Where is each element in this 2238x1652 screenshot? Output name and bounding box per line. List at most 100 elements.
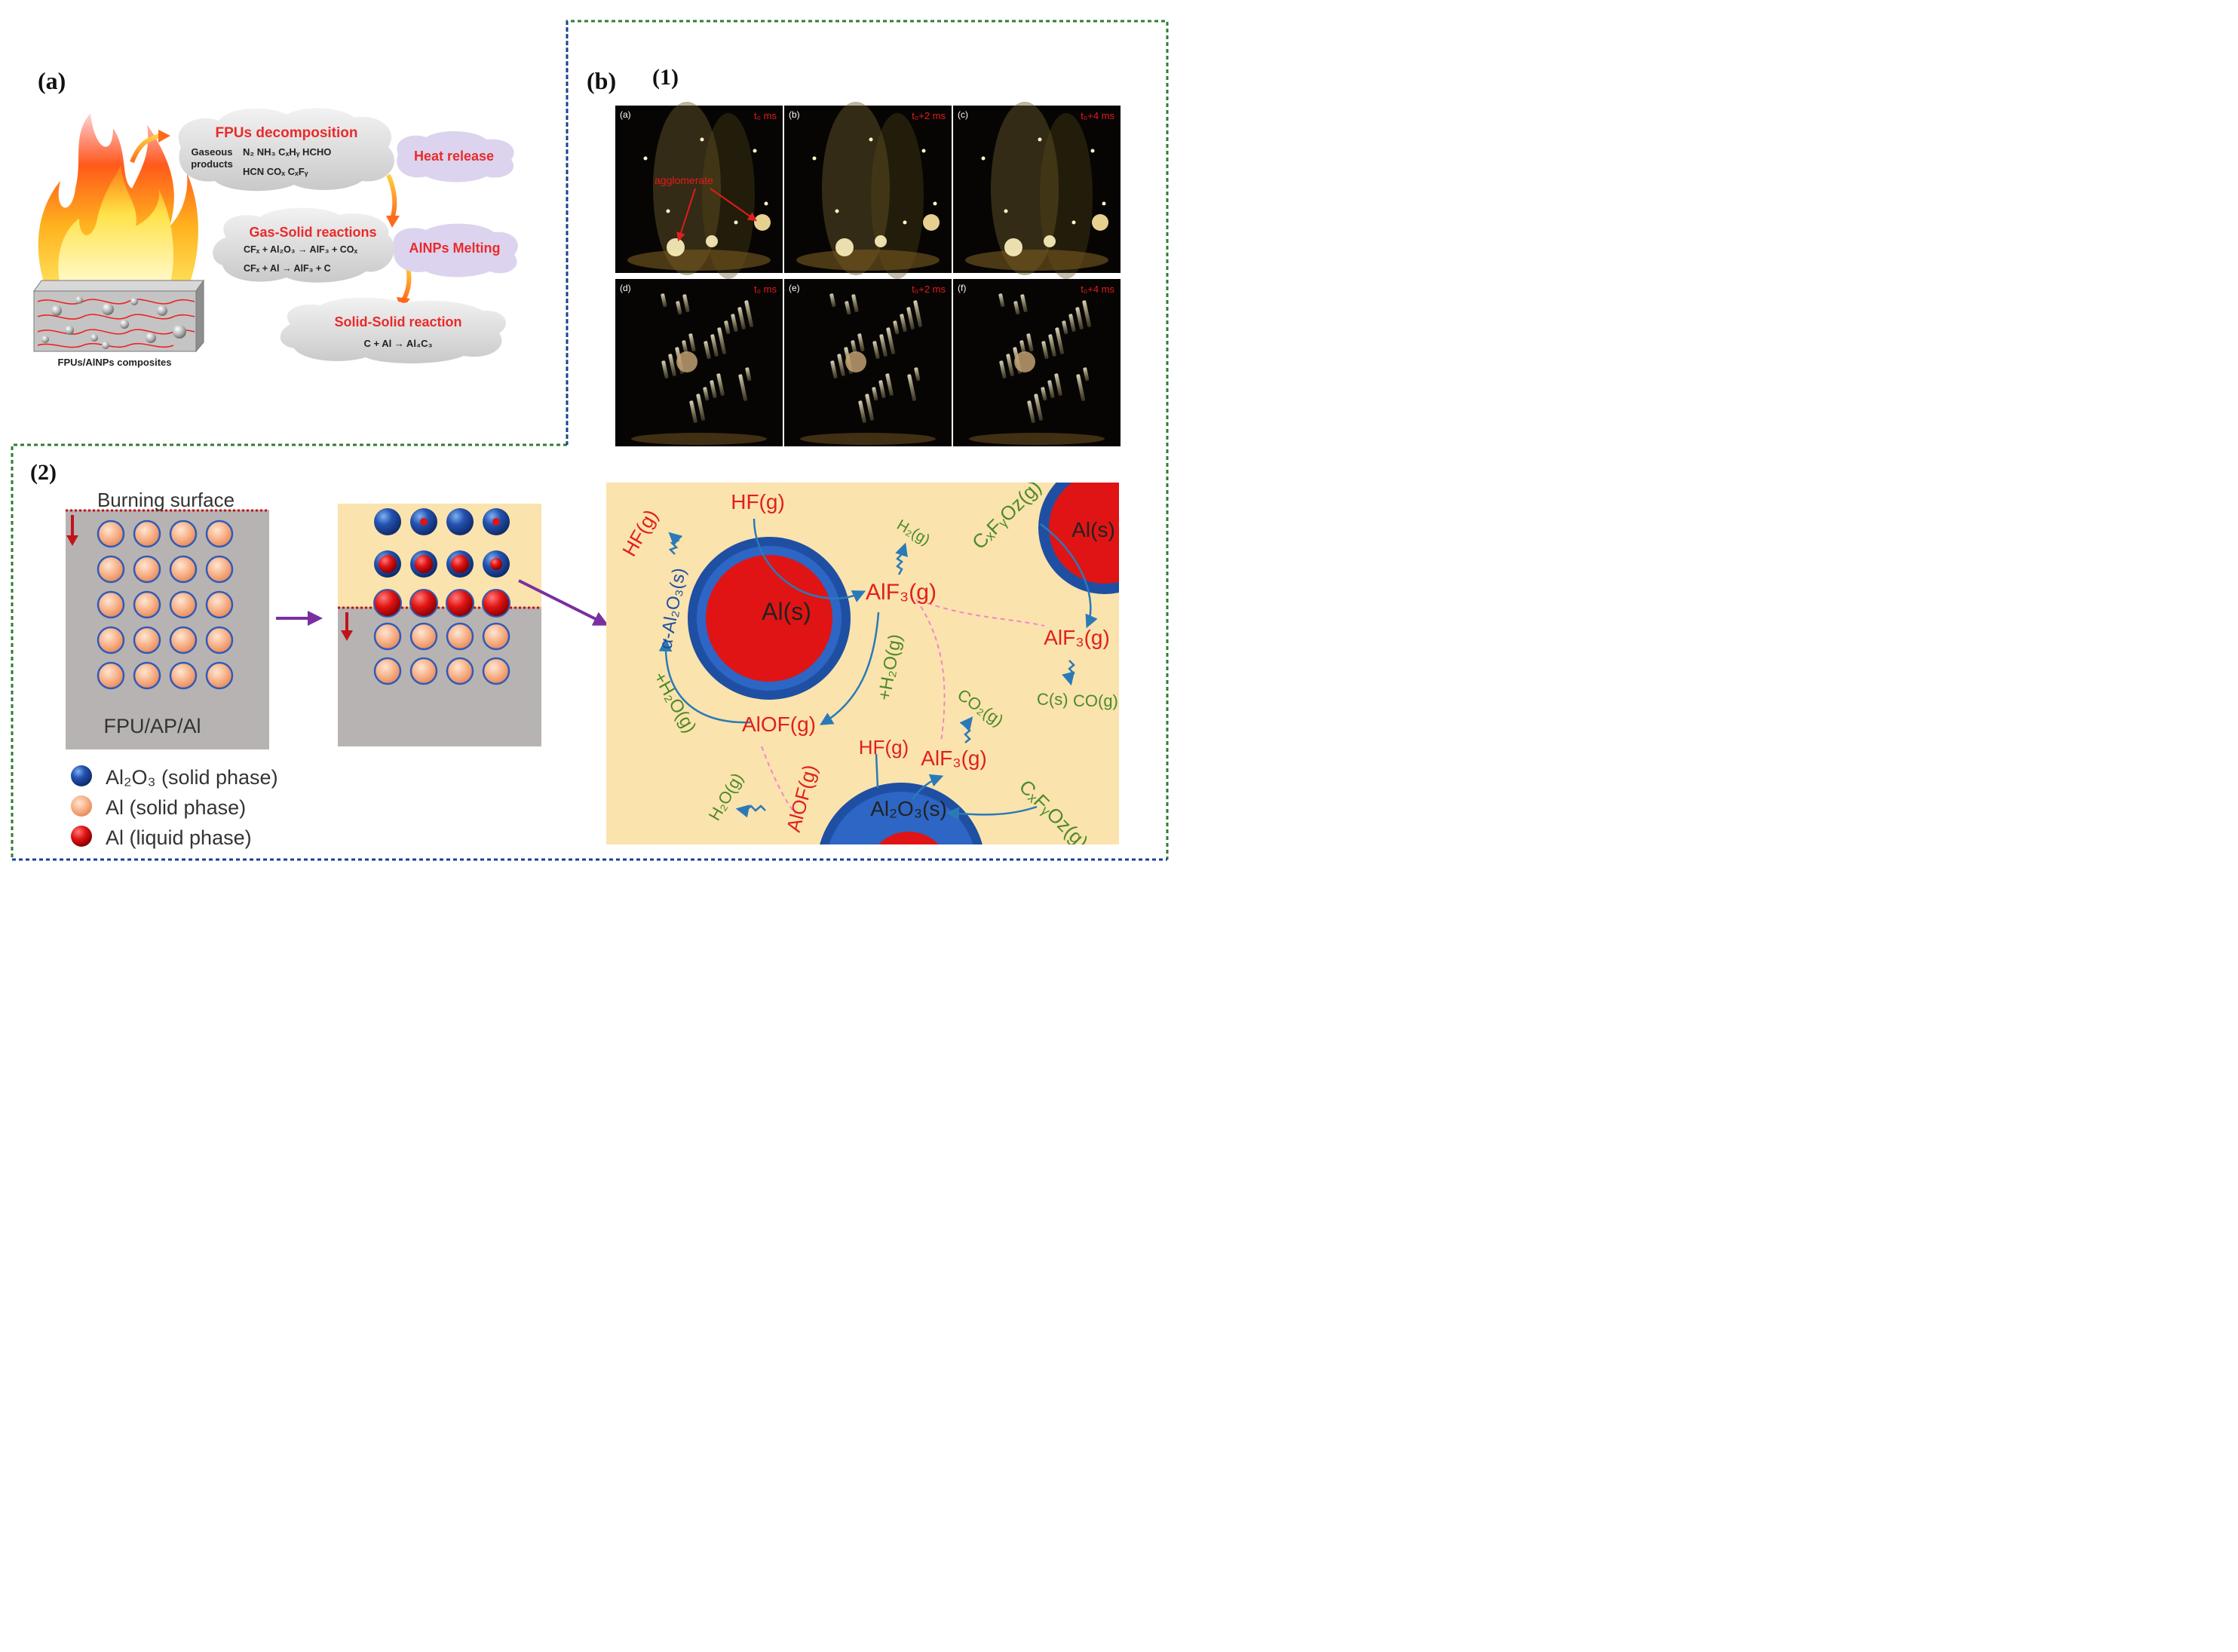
al-particle-solid bbox=[446, 657, 474, 685]
material-label: FPU/AP/Al bbox=[103, 715, 201, 737]
frame-time: t₀ ms bbox=[754, 110, 777, 121]
high-speed-frame-6: (f)t₀+4 ms bbox=[953, 279, 1121, 446]
al-particle-liquid bbox=[446, 589, 474, 618]
al-particle-liquid bbox=[373, 589, 402, 618]
al-particle-liquid bbox=[409, 589, 438, 618]
frame-time: t₀+2 ms bbox=[912, 110, 946, 121]
frame-time: t₀+2 ms bbox=[912, 284, 946, 295]
frame-tag: (c) bbox=[958, 109, 968, 120]
cloud-heat-release: Heat release bbox=[397, 131, 514, 182]
al-particle-solid bbox=[133, 661, 161, 690]
high-speed-frame-5: (e)t₀+2 ms bbox=[784, 279, 952, 446]
al-particle-solid bbox=[97, 555, 125, 584]
gas-solid-eq2: CFₓ + Al → AlF₃ + C bbox=[244, 263, 331, 274]
photo-grid: (a) t₀ ms (b)t₀+2 ms (c) t₀+4 ms (d) t₀ ms (e)t… bbox=[615, 102, 1121, 446]
al-particle-solid bbox=[482, 622, 510, 651]
arrow-cxfyoz-bottom bbox=[946, 805, 1038, 820]
al-particle-solid bbox=[97, 590, 125, 619]
figure-canvas: (a) FPUs/AlNPs co bbox=[11, 20, 1169, 861]
melting-label: AlNPs Melting bbox=[409, 241, 500, 256]
arrow-bottom-to-alf3 bbox=[911, 774, 944, 800]
legend-al-solid: Al (solid phase) bbox=[106, 796, 246, 819]
species-al2o3-bottom: Al₂O₃(s) bbox=[870, 797, 947, 820]
cloud-gas-solid: Gas-Solid reactions CFₓ + Al₂O₃ → AlF₃ +… bbox=[213, 207, 395, 283]
legend-swatch-al-solid bbox=[71, 795, 92, 817]
arrow-alf3-to-aloF bbox=[819, 611, 880, 725]
legend-al-liquid: Al (liquid phase) bbox=[106, 826, 252, 849]
panel-b-label: (b) bbox=[587, 67, 616, 94]
products-label: products bbox=[191, 158, 233, 170]
frame-time: t₀ ms bbox=[754, 284, 777, 295]
figure: (a) FPUs/AlNPs co bbox=[0, 0, 1182, 872]
al-particle-solid bbox=[205, 661, 234, 690]
panel-frames bbox=[11, 20, 1169, 861]
burning-surface-label: Burning surface bbox=[97, 489, 235, 511]
agglomerate-label: agglomerate bbox=[655, 174, 713, 186]
al-particle-solid bbox=[409, 622, 438, 651]
al-particle-solid bbox=[133, 590, 161, 619]
high-speed-frame-4: (d) t₀ ms bbox=[615, 279, 783, 446]
al2o3-particle bbox=[446, 508, 474, 535]
species-al-corner: Al(s) bbox=[1071, 518, 1115, 541]
wavy-arrow-h2-icon bbox=[895, 542, 908, 575]
arrow-hf-bottom bbox=[875, 753, 879, 789]
arrow-aloF-to-alpha bbox=[658, 638, 751, 724]
high-speed-frame-2: (b)t₀+2 ms bbox=[784, 102, 952, 279]
legend-swatch-al2o3 bbox=[71, 765, 92, 786]
al-particle-solid bbox=[205, 555, 234, 584]
composite-block bbox=[33, 279, 204, 353]
pink-dash-3 bbox=[761, 746, 796, 815]
gas-zone-middle bbox=[338, 504, 541, 607]
decomposition-products-row2: HCN COₓ CₓFᵧ bbox=[243, 166, 308, 177]
arrow-corner-to-alf3 bbox=[1040, 523, 1098, 629]
gaseous-label: Gaseous bbox=[192, 146, 233, 158]
solid-solid-eq: C + Al → Al₄C₃ bbox=[363, 338, 432, 349]
agglomerate-annotation: agglomerate bbox=[655, 174, 757, 242]
panel-a: (a) FPUs/AlNPs co bbox=[33, 67, 518, 368]
propellant-block-left bbox=[66, 510, 269, 749]
wavy-arrow-hf-icon bbox=[668, 532, 683, 555]
wavy-arrow-h2o-icon bbox=[735, 805, 766, 818]
arrow-to-decomposition-icon bbox=[130, 133, 161, 164]
panel-b: (b) (1) (a) t₀ ms (b)t₀+2 ms (c) t₀+4 ms (d) t… bbox=[587, 65, 1121, 446]
al-particle-liquid bbox=[482, 589, 510, 618]
al-particle-solid bbox=[169, 661, 198, 690]
al-particle-solid bbox=[409, 657, 438, 685]
wavy-arrow-co2-icon bbox=[959, 716, 973, 743]
cloud-solid-solid: Solid-Solid reaction C + Al → Al₄C₃ bbox=[280, 297, 506, 364]
al-particle-solid bbox=[169, 590, 198, 619]
al-particle-solid bbox=[169, 555, 198, 584]
species-hf-top: HF(g) bbox=[731, 490, 785, 513]
solid-solid-title: Solid-Solid reaction bbox=[334, 314, 461, 329]
al-particle-solid bbox=[205, 520, 234, 548]
frame-tag: (d) bbox=[620, 283, 631, 293]
species-alf3-3: AlF₃(g) bbox=[921, 746, 987, 770]
al-particle-solid bbox=[133, 626, 161, 654]
al-particle-solid bbox=[482, 657, 510, 685]
al-particle-grid-middle bbox=[373, 508, 510, 685]
frame-tag: (a) bbox=[620, 109, 631, 120]
species-co-g: CO(g) bbox=[1073, 691, 1118, 710]
frame-time: t₀+4 ms bbox=[1081, 284, 1114, 295]
panel-b-sub-label: (1) bbox=[652, 65, 679, 90]
species-c-s: C(s) bbox=[1037, 690, 1068, 709]
al-particle-solid bbox=[373, 657, 402, 685]
al-particle-solid bbox=[97, 520, 125, 548]
composite-label: FPUs/AlNPs composites bbox=[58, 357, 172, 368]
legend: Al₂O₃ (solid phase) Al (solid phase) Al … bbox=[71, 765, 278, 849]
reaction-zoom-background bbox=[606, 483, 1119, 844]
frame-green-mid bbox=[11, 443, 567, 860]
al-particle-solid bbox=[133, 555, 161, 584]
frame-time: t₀+4 ms bbox=[1081, 110, 1114, 121]
process-arrow-2 bbox=[518, 579, 609, 626]
panel-a-label: (a) bbox=[38, 67, 66, 94]
al2o3-particle bbox=[374, 508, 401, 535]
heat-release-label: Heat release bbox=[414, 149, 494, 164]
al-particle-grid-left bbox=[97, 520, 234, 690]
al-particle-solid bbox=[169, 520, 198, 548]
panel-2: (2) Burning surface FPU/AP/Al Al₂O₃ (sol… bbox=[30, 460, 1119, 849]
decomposition-title: FPUs decomposition bbox=[216, 125, 358, 141]
flame-icon bbox=[38, 113, 198, 287]
species-alf3-2: AlF₃(g) bbox=[1044, 626, 1110, 649]
species-hf-bottom: HF(g) bbox=[859, 736, 909, 759]
